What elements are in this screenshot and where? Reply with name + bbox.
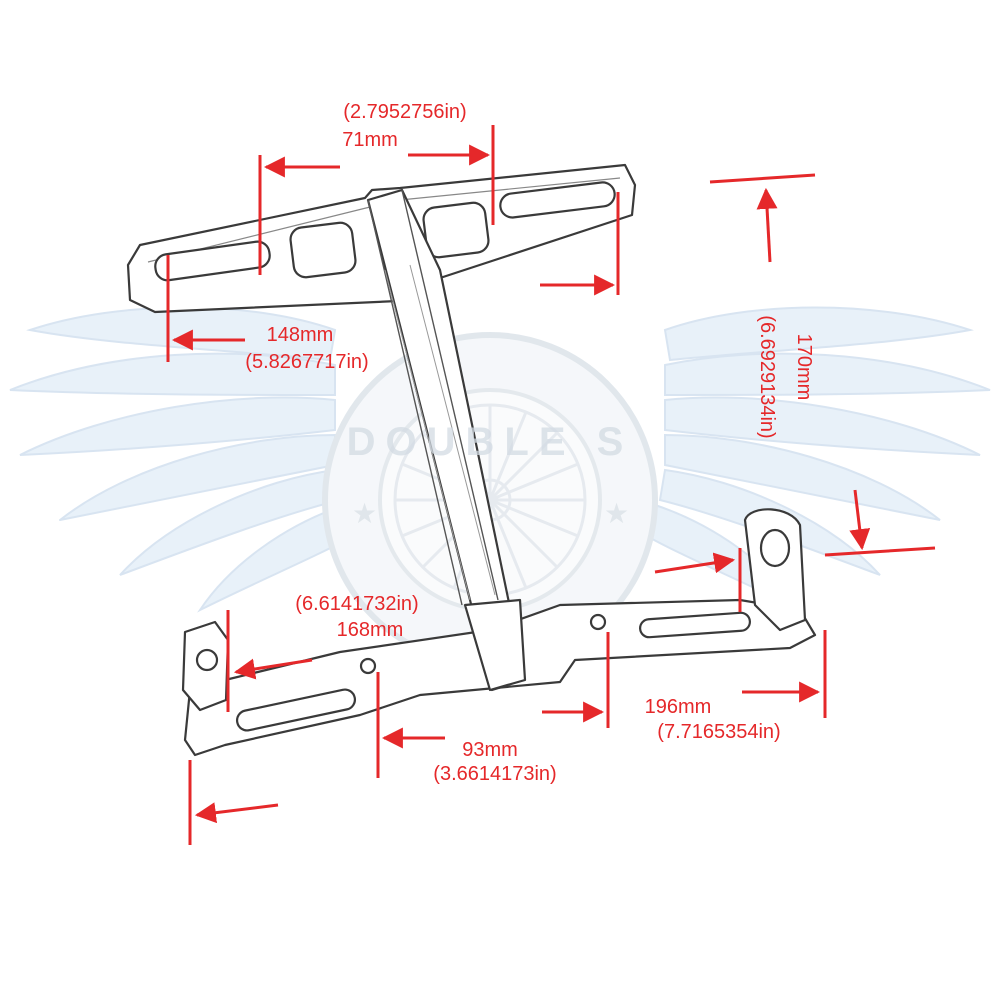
dim-170-arrow-top	[756, 187, 778, 263]
dim-93-metric: 93mm	[462, 739, 518, 761]
post-base-block	[463, 598, 527, 692]
dim-170-imperial: (6.6929134in)	[756, 315, 778, 439]
dim-196-imperial: (7.7165354in)	[657, 721, 781, 743]
dim-168-arrow-left	[233, 658, 313, 680]
watermark-star-right: ★	[604, 497, 629, 530]
dim-196-metric: 196mm	[644, 696, 712, 718]
watermark-star-left: ★	[352, 497, 377, 530]
dim-71-metric: 71mm	[342, 129, 398, 151]
dim-196-arrow-left	[194, 802, 279, 824]
top-window-left	[289, 221, 357, 279]
dim-170-metric: 170mm	[793, 333, 815, 401]
bottom-hole-left	[359, 657, 377, 675]
dim-168-imperial: (6.6141732in)	[295, 593, 419, 615]
dim-71-imperial: (2.7952756in)	[343, 101, 467, 123]
dimension-lines	[166, 125, 936, 845]
top-window-right	[422, 201, 490, 259]
bottom-right-slot	[639, 611, 751, 639]
dim-148-imperial: (5.8267717in)	[245, 351, 369, 373]
dim-168-arrow-right	[654, 552, 736, 574]
dim-93-imperial: (3.6614173in)	[433, 763, 557, 785]
dim-170-extension-top	[709, 173, 816, 184]
watermark-text: DOUBLE S	[347, 420, 634, 464]
dim-170-arrow-bottom	[849, 489, 871, 551]
dim-170-extension-bottom	[824, 546, 936, 557]
top-right-slot	[499, 181, 616, 219]
license-plate-bracket	[126, 163, 817, 757]
bottom-left-slot	[235, 688, 357, 732]
top-left-slot	[154, 240, 271, 282]
bottom-hole-right	[589, 613, 607, 631]
dim-168-metric: 168mm	[336, 619, 404, 641]
dim-148-metric: 148mm	[266, 324, 334, 346]
left-wing-icon	[9, 306, 357, 613]
right-clamp	[743, 508, 807, 632]
